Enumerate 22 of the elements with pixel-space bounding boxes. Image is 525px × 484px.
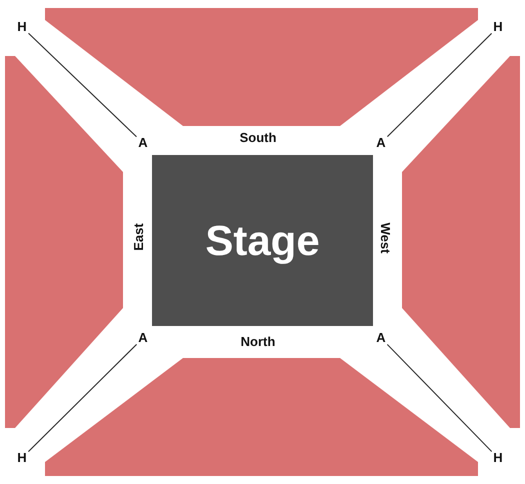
seating-section bbox=[45, 358, 478, 476]
aisle-marker: H bbox=[493, 20, 503, 34]
direction-label: North bbox=[240, 335, 276, 349]
direction-label: West bbox=[378, 222, 392, 254]
aisle-marker: H bbox=[493, 451, 503, 465]
leader-line bbox=[386, 32, 492, 138]
stage-area bbox=[152, 155, 373, 326]
aisle-marker: H bbox=[17, 20, 27, 34]
direction-label: East bbox=[132, 223, 146, 251]
stage-label: Stage bbox=[205, 216, 320, 264]
aisle-marker: A bbox=[376, 331, 386, 345]
leader-line bbox=[28, 32, 137, 138]
aisle-marker: A bbox=[376, 136, 386, 150]
direction-label: South bbox=[240, 131, 276, 145]
aisle-marker: A bbox=[138, 331, 148, 345]
seating-section bbox=[402, 56, 520, 428]
leader-line bbox=[386, 344, 492, 452]
leader-line bbox=[28, 344, 138, 452]
aisle-marker: A bbox=[138, 136, 148, 150]
seating-section bbox=[45, 8, 478, 126]
seating-section bbox=[5, 56, 123, 428]
aisle-marker: H bbox=[17, 451, 27, 465]
